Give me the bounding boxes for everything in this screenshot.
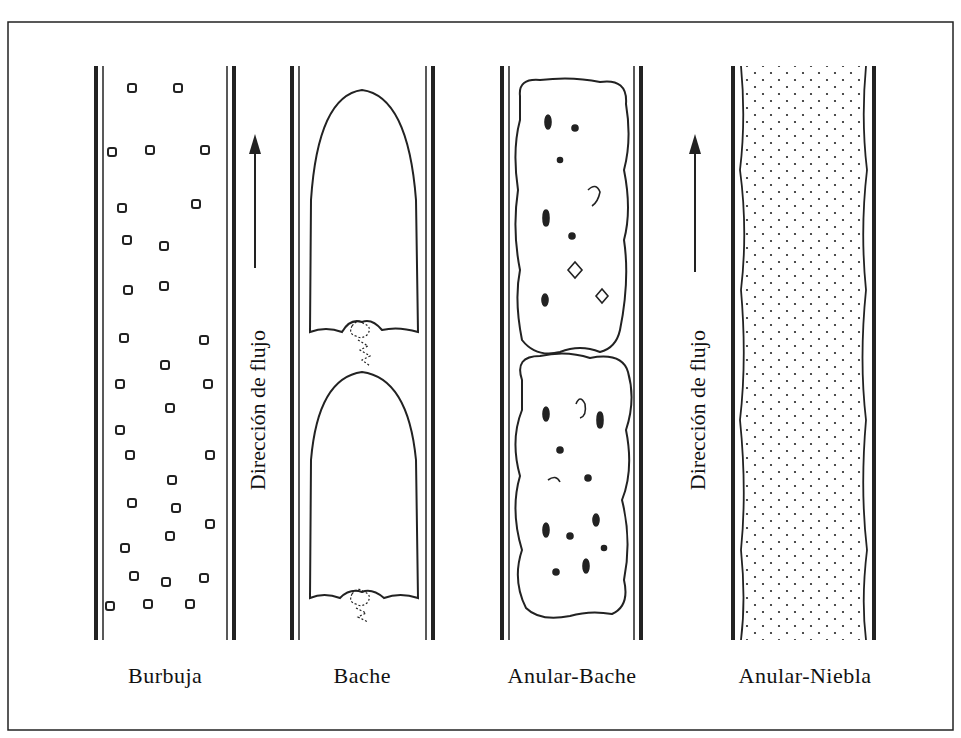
- bubble: [168, 476, 176, 484]
- bubble: [128, 499, 136, 507]
- bubble: [200, 574, 208, 582]
- bubble: [116, 426, 124, 434]
- bubble: [116, 380, 124, 388]
- bubble: [123, 236, 131, 244]
- bubble: [201, 146, 209, 154]
- bubble: [120, 334, 128, 342]
- bubble: [204, 380, 212, 388]
- regime-label: Anular-Niebla: [739, 664, 872, 688]
- bubble: [206, 520, 214, 528]
- regime-label: Anular-Bache: [508, 664, 637, 688]
- churn-pipe: [502, 66, 641, 640]
- regime-label: Burbuja: [128, 664, 202, 688]
- bubble: [166, 532, 174, 540]
- bubble: [200, 336, 208, 344]
- bubble: [108, 148, 116, 156]
- bubble: [146, 146, 154, 154]
- frame: [8, 22, 953, 730]
- bubble: [160, 282, 168, 290]
- bubble: [126, 451, 134, 459]
- bubble: [118, 204, 126, 212]
- bubble: [186, 600, 194, 608]
- bubble: [124, 286, 132, 294]
- bubble: [121, 544, 129, 552]
- bubble: [174, 84, 182, 92]
- bubble-pipe: [96, 66, 234, 640]
- bubble: [162, 578, 170, 586]
- flow-arrow: [249, 134, 701, 272]
- regime-label: Bache: [334, 664, 391, 688]
- bubble: [128, 84, 136, 92]
- bubble: [161, 361, 169, 369]
- slug-pipe: [292, 66, 433, 640]
- bubble: [130, 572, 138, 580]
- bubble: [192, 200, 200, 208]
- flow-direction-label: Dirección de flujo: [686, 330, 710, 490]
- bubble: [160, 242, 168, 250]
- bubble: [172, 504, 180, 512]
- bubble: [166, 404, 174, 412]
- annular-mist-pipe: [733, 66, 874, 640]
- bubble: [206, 451, 214, 459]
- bubble: [144, 600, 152, 608]
- bubble: [106, 602, 114, 610]
- flow-direction-label: Dirección de flujo: [246, 330, 270, 490]
